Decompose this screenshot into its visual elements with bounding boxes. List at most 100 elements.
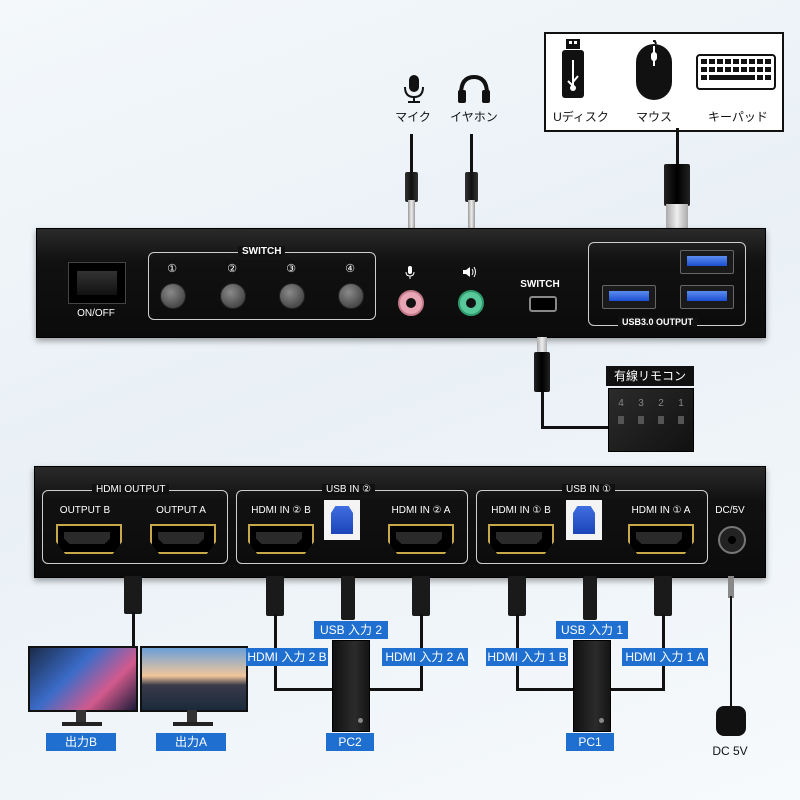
usb-1-cable-plug [583,576,597,620]
switch-button-3[interactable] [279,283,305,309]
usb-in-2-label: USB IN ② [322,484,376,495]
switch-button-2-label: ② [227,263,237,275]
mic-label: マイク [395,110,431,124]
earphone-icon [458,74,490,103]
hdmi-1a-cable-horizontal [610,688,665,691]
hdmi-2b-cable-plug [266,576,284,616]
pc2-tower [332,640,370,732]
hdmi-2a-cable-plug [412,576,430,616]
usb-in-2-tag: USB 入力 2 [314,621,388,639]
remote-label: 有線リモコン [606,366,694,386]
earphone-jack[interactable] [458,290,484,316]
hdmi-1b-cable-plug [508,576,526,616]
mouse-icon [636,40,672,100]
hdmi-in-1a-label: HDMI IN ① A [631,505,691,516]
hdmi-1b-cable-horizontal [516,688,574,691]
usb-output-port-1[interactable] [680,250,734,274]
mic-jack[interactable] [398,290,424,316]
dc-port[interactable] [718,526,746,554]
hdmi-in-1b-port[interactable] [488,524,554,554]
usb-device-cable [676,128,679,166]
switch-button-1[interactable] [160,283,186,309]
output-a-label: OUTPUT A [156,505,206,516]
switch-button-1-label: ① [167,263,177,275]
power-switch[interactable] [68,262,126,304]
remote-key-led-2 [658,416,664,424]
earphone-label: イヤホン [450,110,498,124]
output-b-cable [132,612,135,646]
monitor-b [28,646,138,712]
power-switch-rocker [77,271,117,295]
mic-jack-icon [405,266,415,279]
hdmi-2b-cable-horizontal [274,688,334,691]
remote-key-led-4 [618,416,624,424]
hdmi-in-2b-tag: HDMI 入力 2 B [246,648,328,666]
switch-button-3-label: ③ [286,263,296,275]
dc-5v-label: DC 5V [712,744,748,758]
hdmi-in-2b-label: HDMI IN ② B [251,505,311,516]
output-a-tag: 出力A [156,733,226,751]
mic-icon [404,75,424,103]
hdmi-in-2b-port[interactable] [248,524,314,554]
pc1-tower [573,640,611,732]
keyboard-label: キーパッド [708,110,768,124]
usb-disk-label: Uディスク [553,110,609,124]
pc1-tag: PC1 [566,733,614,751]
switch-button-4[interactable] [338,283,364,309]
output-b-label: OUTPUT B [59,505,111,516]
keyboard-icon [696,54,776,90]
dc-port-label: DC/5V [715,505,745,516]
remote-cable-horizontal [541,426,611,429]
hdmi-output-a-port[interactable] [150,524,216,554]
mic-cable [410,134,413,174]
hdmi-in-2a-port[interactable] [388,524,454,554]
output-b-cable-plug [124,576,142,614]
remote-cable [541,392,544,428]
usb-2-cable-plug [341,576,355,620]
usb-in-1-tag: USB 入力 1 [556,621,628,639]
hdmi-in-1b-tag: HDMI 入力 1 B [486,648,568,666]
hdmi-in-1b-label: HDMI IN ① B [491,505,551,516]
pc2-power-led [358,718,363,723]
hdmi-in-2a-tag: HDMI 入力 2 A [382,648,468,666]
usb-in-1-label: USB IN ① [562,484,616,495]
speaker-jack-icon [463,266,476,278]
switch-group-label: SWITCH [238,246,286,257]
dc-cable-plug [728,576,734,598]
dc-cable [730,596,732,706]
usb-output-port-3[interactable] [680,285,734,309]
hdmi-output-label: HDMI OUTPUT [92,484,170,495]
hdmi-2a-cable-horizontal [368,688,423,691]
monitor-a-stand [187,710,197,722]
remote-key-3[interactable]: 3 [638,398,644,409]
hdmi-in-2a-label: HDMI IN ② A [391,505,451,516]
usb-output-port-2[interactable] [602,285,656,309]
mic-plug [405,172,418,202]
mic-plug-tip [408,200,415,228]
switch-button-2[interactable] [220,283,246,309]
hdmi-output-b-port[interactable] [56,524,122,554]
remote-plug-tip [537,337,547,353]
switch-port-label: SWITCH [520,279,560,290]
dc-adapter [716,706,746,736]
monitor-b-stand [76,710,86,722]
output-b-tag: 出力B [46,733,116,751]
switch-port[interactable] [529,296,557,312]
usb-device-plug [664,164,690,206]
earphone-plug-tip [468,200,475,228]
usb-disk-icon [562,39,584,98]
switch-button-4-label: ④ [345,263,355,275]
monitor-b-base [62,722,102,726]
usb-device-plug-tip [666,204,688,228]
remote-key-4[interactable]: 4 [618,398,624,409]
remote-key-2[interactable]: 2 [658,398,664,409]
usb-in-2-port[interactable] [324,500,360,540]
monitor-a [140,646,248,712]
hdmi-in-1a-port[interactable] [628,524,694,554]
monitor-a-base [173,722,213,726]
earphone-plug [465,172,478,202]
power-label: ON/OFF [77,308,115,319]
usb-in-1-port[interactable] [566,500,602,540]
pc2-tag: PC2 [326,733,374,751]
remote-key-1[interactable]: 1 [678,398,684,409]
